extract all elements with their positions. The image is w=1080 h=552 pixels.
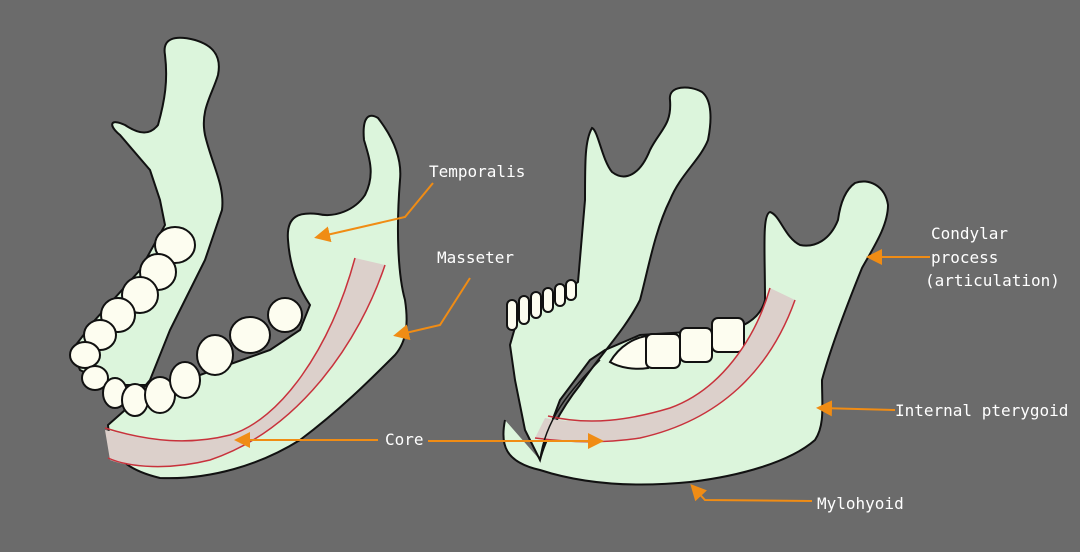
label-mylohyoid: Mylohyoid — [817, 494, 904, 513]
mylohyoid-arrow — [690, 484, 813, 502]
left-core-band — [105, 258, 385, 467]
label-core: Core — [385, 430, 424, 449]
left-mandible — [69, 36, 408, 480]
right-mandible-bone — [502, 86, 890, 486]
label-masseter: Masseter — [437, 248, 515, 267]
label-arrows — [234, 182, 930, 502]
label-condylar-line1: Condylar — [931, 224, 1009, 243]
left-core-outline-upper — [104, 257, 356, 442]
masseter-arrow — [393, 277, 471, 341]
label-condylar-line2: process — [931, 248, 999, 267]
label-internal-pterygoid: Internal pterygoid — [895, 401, 1069, 420]
internal-pterygoid-arrow — [816, 400, 896, 417]
right-core-outline-upper — [547, 287, 771, 422]
right-core-band — [535, 288, 795, 442]
left-mandible-bone — [70, 36, 408, 480]
right-front-teeth — [506, 279, 577, 331]
temporalis-arrow — [314, 182, 434, 243]
left-teeth — [69, 226, 303, 417]
right-symphysis-line — [539, 359, 601, 461]
label-condylar-line3: (articulation) — [925, 271, 1060, 290]
right-mandible — [502, 86, 890, 486]
right-back-teeth — [608, 317, 745, 370]
label-temporalis: Temporalis — [429, 162, 526, 181]
